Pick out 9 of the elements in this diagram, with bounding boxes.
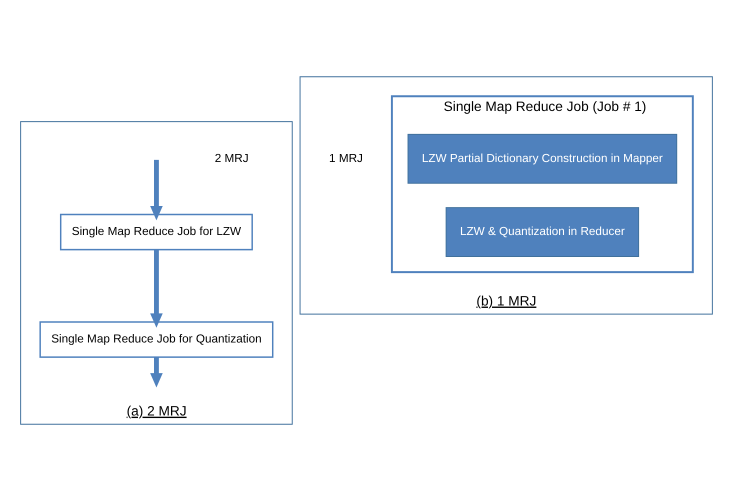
node-box: LZW Partial Dictionary Construction in Mapper <box>408 133 678 184</box>
node-box: Single Map Reduce Job for LZW <box>60 213 253 250</box>
arrow <box>150 159 163 220</box>
node-box: LZW & Quantization in Reducer <box>446 206 640 256</box>
label: 1 MRJ <box>329 151 363 164</box>
node-box: Single Map Reduce Job for Quantization <box>39 320 274 358</box>
arrow <box>150 356 163 388</box>
label: 2 MRJ <box>214 151 249 164</box>
arrow <box>150 250 163 328</box>
